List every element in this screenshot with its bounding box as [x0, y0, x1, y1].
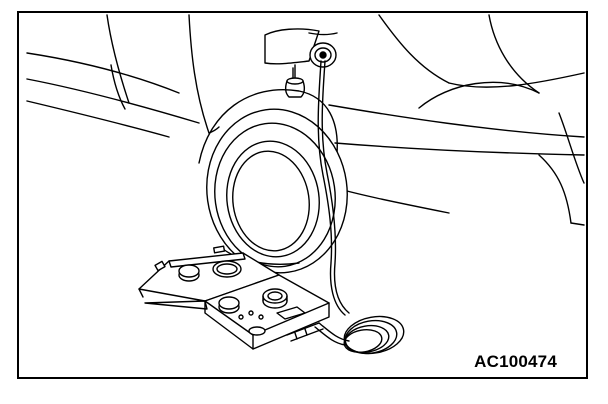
- tire-repair-kit-illustration: [26, 14, 585, 355]
- wheel: [198, 89, 348, 274]
- car-body: [26, 14, 585, 226]
- repair-kit-case: [138, 245, 330, 350]
- figure-code: AC100474: [472, 352, 559, 372]
- valve-flap: [264, 28, 338, 98]
- air-hose: [314, 60, 405, 355]
- figure-frame: AC100474: [17, 11, 588, 379]
